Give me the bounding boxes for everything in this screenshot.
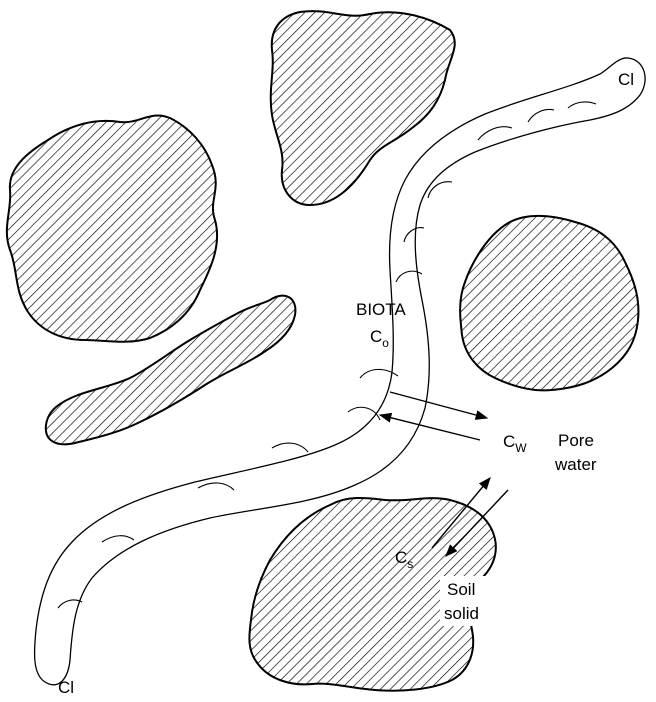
cl-label-bottom: Cl — [58, 678, 74, 697]
biota-label: BIOTA — [356, 300, 406, 319]
c-w-label: CW — [503, 432, 527, 455]
c-o-label: Co — [370, 327, 389, 350]
soil-particle-right — [460, 216, 638, 390]
soil-solid-line1: Soil — [447, 580, 475, 599]
pore-water-line1: Pore — [558, 431, 594, 450]
soil-solid-line2: solid — [444, 604, 479, 623]
soil-particle-left — [7, 116, 217, 342]
cl-label-top: Cl — [618, 70, 634, 89]
pore-water-line2: water — [554, 455, 597, 474]
segment-arc — [272, 443, 308, 452]
